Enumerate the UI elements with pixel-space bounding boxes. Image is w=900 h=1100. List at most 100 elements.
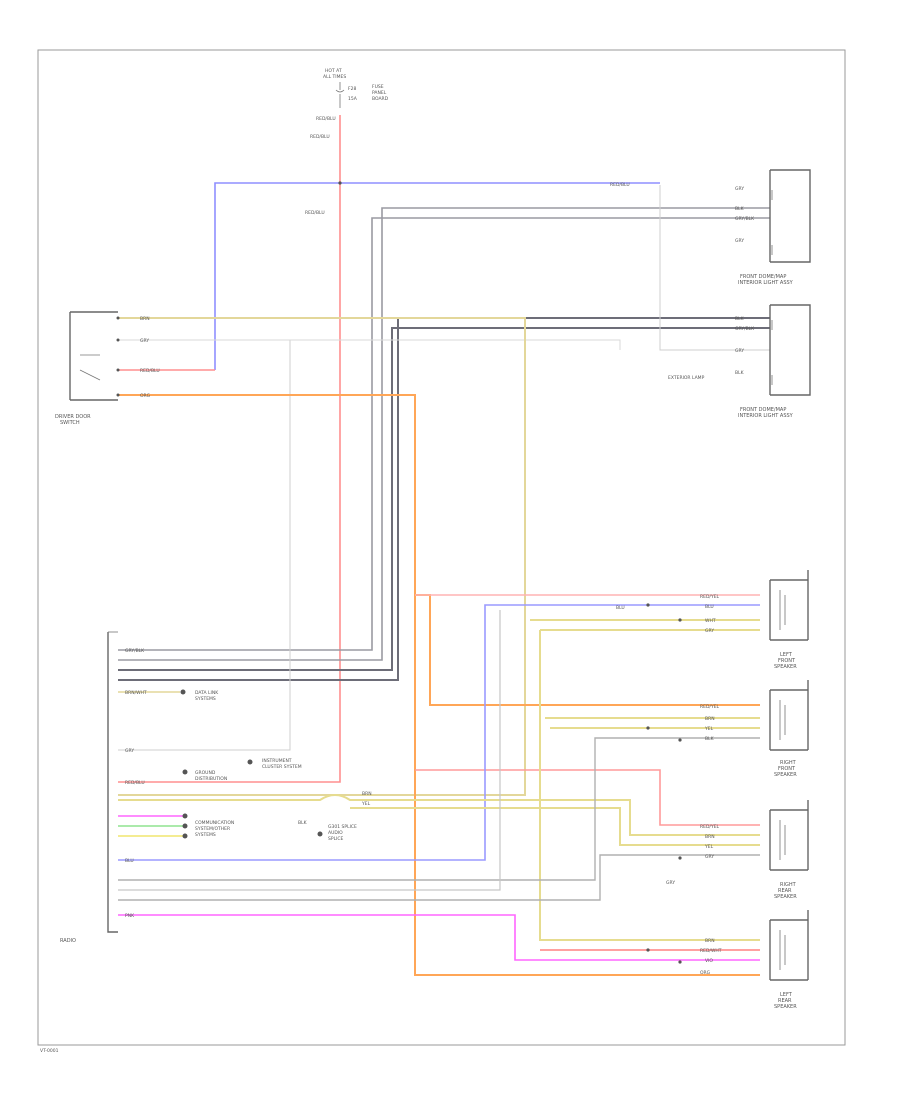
fuse-id: F28 <box>348 86 356 92</box>
left-rear-speaker: BRN RED/WHT VIO ORG LEFT REAR SPEAKER <box>700 910 809 1010</box>
left-front-speaker: RED/YEL BLU WHT GRY LEFT FRONT SPEAKER <box>700 570 809 670</box>
radio-wire-brnwht: BRN/WHT <box>125 690 147 696</box>
radio-wire-gry: GRY <box>125 748 134 754</box>
comm-label-2: SYSTEM/OTHER <box>195 826 230 832</box>
rdome-wire-gry: GRY <box>735 186 744 192</box>
wire-gray-1 <box>118 217 770 651</box>
ldome-wire-blk2: BLK <box>735 370 745 376</box>
fuse-hot-label-1: HOT AT <box>325 68 342 74</box>
rfs-wire-blk: BLK <box>705 736 715 742</box>
wire-yel-7 <box>350 807 760 846</box>
left-dome-label-1: FRONT DOME/MAP <box>740 407 786 413</box>
ground-label-1: GROUND <box>195 770 216 776</box>
rfs-wire-yel: YEL <box>704 726 714 732</box>
radio-wire-pnk: PNK <box>125 913 135 919</box>
mid-wire-label-redblu: RED/BLU <box>305 210 325 216</box>
wire-light-2 <box>659 185 770 351</box>
comm-label-3: SYSTEMS <box>195 832 216 838</box>
radio: RADIO GRY/BLK BRN/WHT GRY RED/BLU BLU PN… <box>60 631 357 944</box>
diagram-frame <box>37 49 846 1046</box>
right-front-speaker: RED/YEL BRN YEL BLK RIGHT FRONT SPEAKER <box>700 680 809 778</box>
lfs-label-3: SPEAKER <box>774 664 797 670</box>
rrs-wire-yel: YEL <box>704 844 714 850</box>
lrs-wire-redwht: RED/WHT <box>700 948 722 954</box>
blu-wire-label-mid: BLU <box>616 605 625 611</box>
wire-gray-2 <box>118 207 770 661</box>
wire-gray-spk <box>118 737 760 881</box>
wire-blue-top <box>214 182 660 370</box>
radio-wire-redblu: RED/BLU <box>125 780 145 786</box>
rrs-wire-redyel: RED/YEL <box>700 824 720 830</box>
rfs-label-1: RIGHT <box>780 760 797 766</box>
footer-code: VT-0001 <box>40 1048 59 1054</box>
left-dome-light: BLK GRY/BLK GRY BLK EXTERIOR LAMP FRONT … <box>668 304 811 419</box>
wire-label-tan: BRN <box>140 316 150 322</box>
splice-label-1: G301 SPLICE <box>328 824 357 830</box>
ldome-wire-blk: BLK <box>735 316 745 322</box>
ldome-wire-gry: GRY <box>735 348 744 354</box>
fuse-box-2: PANEL <box>372 90 387 96</box>
lfs-label-1: LEFT <box>780 652 793 658</box>
radio-wire-gryblk: GRY/BLK <box>125 648 145 654</box>
lrs-wire-org: ORG <box>700 970 711 976</box>
wire-light-3 <box>118 339 621 350</box>
fuse-hot-label-2: ALL TIMES <box>323 74 346 80</box>
lfs-wire-wht: WHT <box>705 618 716 624</box>
radio-label: RADIO <box>60 938 76 944</box>
fuse-wire-label: RED/BLU <box>316 116 336 122</box>
lrs-label-2: REAR <box>778 998 792 1004</box>
driver-door-label-1: DRIVER DOOR <box>55 414 91 420</box>
right-dome-light: GRY BLK GRY/BLK GRY FRONT DOME/MAP INTER… <box>735 169 811 286</box>
driver-door-switch: DRIVER DOOR SWITCH BRN GRY RED/BLU ORG <box>55 311 160 426</box>
right-dome-label-1: FRONT DOME/MAP <box>740 274 786 280</box>
top-wire-label-redblu: RED/BLU <box>610 182 630 188</box>
lrs-label-3: SPEAKER <box>774 1004 797 1010</box>
wire-orange <box>118 394 760 976</box>
wire-red-spk-2 <box>415 769 760 826</box>
lfs-wire-redyel: RED/YEL <box>700 594 720 600</box>
wires <box>118 115 770 976</box>
rrs-label-3: SPEAKER <box>774 894 797 900</box>
wire-tan <box>118 317 526 796</box>
fuse-wire-label-2: RED/BLU <box>310 134 330 140</box>
fuse: HOT AT ALL TIMES F28 15A FUSE PANEL BOAR… <box>316 68 389 122</box>
left-dome-label-2: INTERIOR LIGHT ASSY <box>738 413 794 419</box>
wire-magenta <box>118 914 760 961</box>
right-rear-speaker: RED/YEL BRN YEL GRY RIGHT REAR SPEAKER <box>700 800 809 900</box>
ldome-wire-gryblk: GRY/BLK <box>735 326 755 332</box>
fuse-box-3: BOARD <box>372 96 389 102</box>
rdome-wire-gryblk: GRY/BLK <box>735 216 755 222</box>
splice-label-3: SPLICE <box>328 836 344 842</box>
connector-dots <box>180 181 682 964</box>
wire-label-redblu: RED/BLU <box>140 368 160 374</box>
splice-wire-blk: BLK <box>298 820 308 826</box>
wire-blue-spk <box>118 604 760 861</box>
wire-label-gry: GRY <box>140 338 149 344</box>
lrs-wire-vio: VIO <box>705 958 713 964</box>
rrs-label-2: REAR <box>778 888 792 894</box>
rrs-wire-gry: GRY <box>705 854 714 860</box>
rrs-label-1: RIGHT <box>780 882 797 888</box>
lrs-label-1: LEFT <box>780 992 793 998</box>
wire-yel-3 <box>539 630 760 941</box>
wire-gray-spk-2 <box>118 610 501 891</box>
rdome-wire-gry2: GRY <box>735 238 744 244</box>
wire-light-1 <box>118 339 291 751</box>
wire-fuse-red <box>118 115 341 783</box>
wire-gray-spk-3 <box>118 854 760 901</box>
rfs-wire-redyel: RED/YEL <box>700 704 720 710</box>
lfs-label-2: FRONT <box>778 658 796 664</box>
rfs-wire-brn: BRN <box>705 716 715 722</box>
lfs-wire-gry: GRY <box>705 628 714 634</box>
rdome-wire-blk: BLK <box>735 206 745 212</box>
radio-wire-blu: BLU <box>125 858 134 864</box>
splice-wire-yel: YEL <box>361 801 371 807</box>
wire-label-org: ORG <box>140 393 151 399</box>
fuse-amp: 15A <box>348 96 358 102</box>
rfs-label-2: FRONT <box>778 766 796 772</box>
wire-dark-2 <box>118 317 770 681</box>
comm-label-1: COMMUNICATION <box>195 820 234 826</box>
wire-dark-1 <box>118 327 770 671</box>
dtrl-label-1: DATA LINK <box>195 690 219 696</box>
